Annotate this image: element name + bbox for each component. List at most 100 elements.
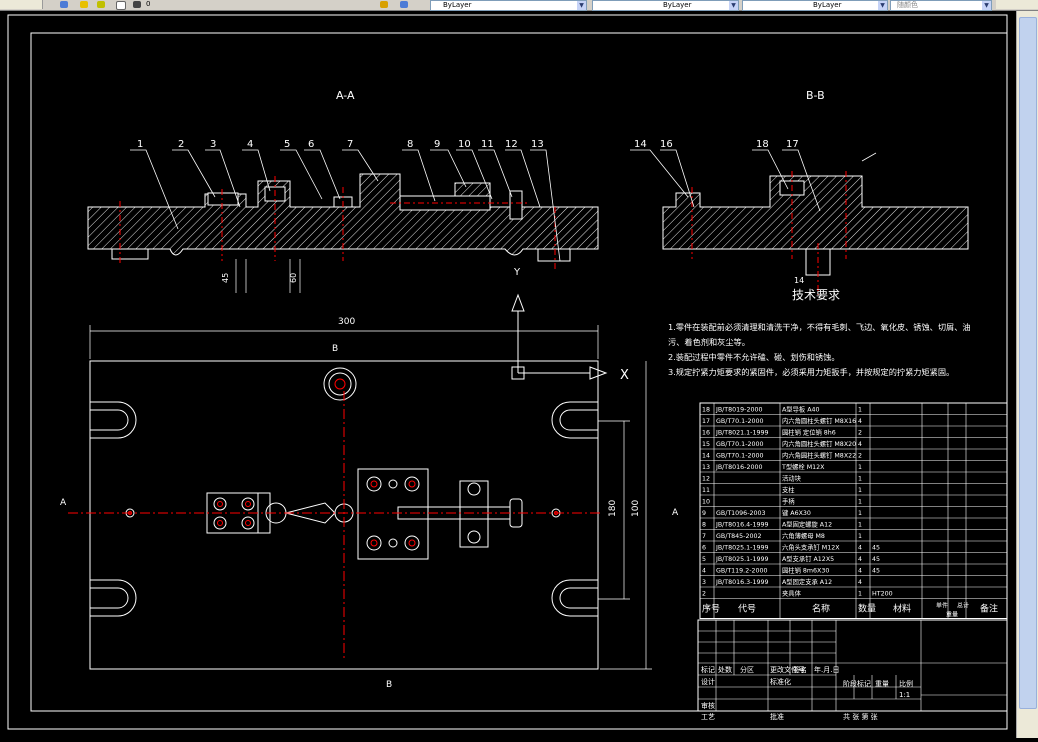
plan-view[interactable]: 300 B [60,317,679,690]
support-block-2 [207,192,239,206]
leader-lines [130,149,561,262]
title-block[interactable]: 标记 处数 分区 更改文件号 签名 年.月.日 设计 标准化 阶段标记 重量 比… [697,619,1008,721]
drawing-viewport[interactable]: A-A B-B 1 2 3 4 5 6 7 [0,11,1017,738]
svg-text:11: 11 [481,139,494,150]
svg-text:年.月.日: 年.月.日 [814,665,839,674]
chevron-down-icon: ▼ [729,1,738,10]
layer-name[interactable]: 0 [146,0,151,8]
dim-length-300: 300 [338,317,355,327]
top-knob [323,367,357,401]
bom-cell: 8 [702,522,706,529]
bolt-holes-center [366,476,420,551]
linetype-dropdown-value: ByLayer [663,1,692,9]
bom-cell: 18 [702,407,710,414]
layer-freeze-icon[interactable] [80,1,88,8]
bom-header-cell: 单件 [936,602,948,610]
bom-cell: GB/T70.1-2000 [716,453,764,460]
bom-cell: 1 [858,476,862,483]
part-number-labels-a: 1 2 3 4 5 6 7 8 9 10 11 12 13 [137,139,544,150]
cad-toolbar: 0 ByLayer ▼ ByLayer ▼ ByLayer ▼ 随颜色 ▼ [0,0,1038,11]
bom-cell: 14 [702,453,710,460]
svg-text:1:1: 1:1 [899,691,910,699]
layer-state-icon[interactable] [60,1,68,8]
bom-cell: 六角头支承钉 M12X [782,543,840,552]
svg-text:工艺: 工艺 [701,713,715,721]
bom-cell: 3 [702,579,706,586]
lineweight-dropdown[interactable]: ByLayer ▼ [742,0,888,11]
svg-text:分区: 分区 [740,665,754,674]
layer-lock-icon[interactable] [97,1,105,8]
bom-header-cell: 名称 [812,603,830,615]
bom-cell: 键 A6X30 [782,508,811,517]
svg-text:更改文件号: 更改文件号 [770,665,805,674]
linetype-dropdown[interactable]: ByLayer ▼ [592,0,739,11]
svg-text:2: 2 [178,139,184,150]
scrollbar-thumb[interactable] [1019,17,1037,709]
plotstyle-dropdown[interactable]: 随颜色 ▼ [890,0,992,11]
dim-small-2: 60 [289,273,298,283]
section-a-right-label: A [672,508,679,518]
drawing-frame [30,32,1008,712]
svg-text:7: 7 [347,139,353,150]
plotstyle-dropdown-value: 随颜色 [897,1,918,9]
bom-cell: 4 [858,441,862,448]
svg-text:13: 13 [531,139,544,150]
bom-cell: 1 [858,407,862,414]
bom-outline [699,402,1008,619]
svg-text:8: 8 [407,139,413,150]
handle-knob [509,190,523,220]
bom-header-cell: 序号 [702,603,720,615]
section-b-b[interactable]: 14 16 18 17 14 [630,139,969,295]
ucs-x-label: X [620,368,629,383]
bom-cell: 11 [702,487,710,494]
leader-lines-b [630,149,877,212]
tech-requirement-line: 3.规定拧紧力矩要求的紧固件，必须采用力矩扳手，并按规定的拧紧力矩紧固。 [668,367,954,377]
clamp-block [357,468,429,560]
bom-cell: 4 [858,545,862,552]
section-a-a[interactable]: 1 2 3 4 5 6 7 8 9 10 11 12 13 45 60 [87,139,599,293]
svg-text:5: 5 [284,139,290,150]
chevron-down-icon: ▼ [982,1,991,10]
bom-cell: 圆柱销 定位销 8h6 [782,428,836,437]
bom-cell: GB/T70.1-2000 [716,418,764,425]
svg-text:6: 6 [308,139,314,150]
svg-text:1: 1 [137,139,143,150]
svg-text:处数: 处数 [718,665,732,674]
layer-previous-icon[interactable] [380,1,388,8]
bom-cell: 4 [702,568,706,575]
bom-cell: 13 [702,464,710,471]
color-dropdown[interactable]: ByLayer ▼ [430,0,587,11]
drawing-canvas[interactable]: A-A B-B 1 2 3 4 5 6 7 [0,11,1017,738]
svg-text:16: 16 [660,139,673,150]
layer-swatch-icon[interactable] [133,1,141,8]
color-dropdown-value: ByLayer [443,1,472,9]
vertical-scrollbar[interactable] [1016,11,1038,738]
layer-manager-icon[interactable] [400,1,408,8]
chevron-down-icon: ▼ [878,1,887,10]
bom-header-cell: 备注 [980,603,998,615]
bom-cell: 活动块 [782,474,802,483]
layer-color-icon[interactable] [116,1,126,10]
bom-cell: 4 [858,568,862,575]
bom-cell: JB/T8025.1-1999 [715,556,768,563]
bom-cell: 10 [702,499,710,506]
u-slots [90,401,598,617]
